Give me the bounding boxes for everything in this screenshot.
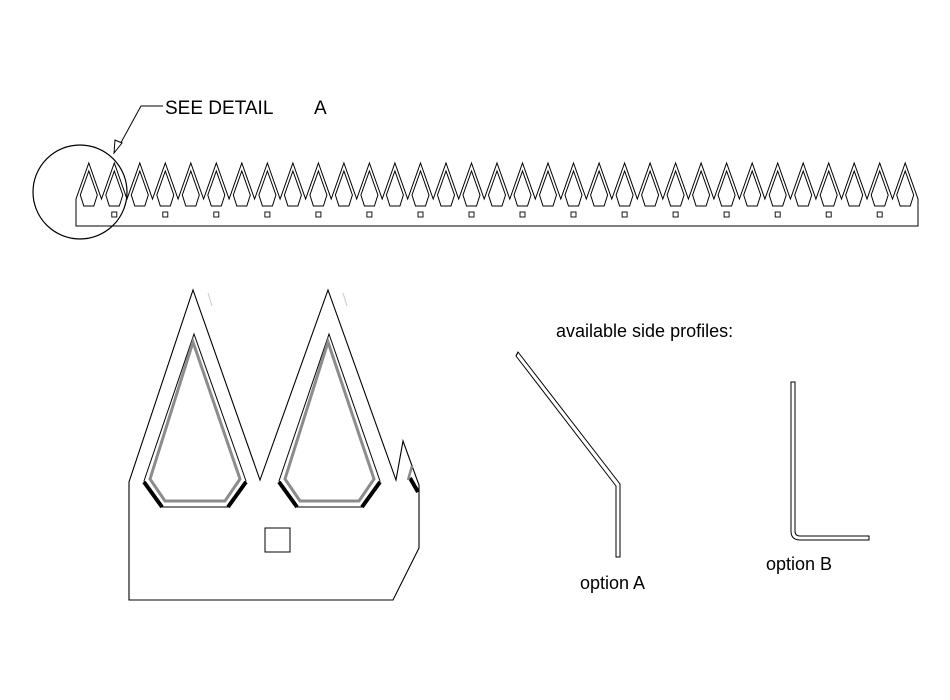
strip-mount-hole (366, 211, 373, 218)
strip-tooth-cutout (590, 169, 609, 207)
tooth-cutout-partial (406, 465, 420, 493)
side-profiles: available side profiles: option A option… (515, 321, 870, 593)
leader-arrowhead (113, 139, 123, 155)
strip-tooth-cutout (819, 169, 838, 207)
strip-tooth-cutout (130, 169, 149, 207)
strip-tooth-cutout (360, 169, 379, 207)
leader-line (117, 105, 163, 149)
strip-tooth-cutout (794, 169, 813, 207)
strip-tooth-cutout (385, 169, 404, 207)
strip-mount-hole (621, 211, 628, 218)
strip-mount-hole (468, 211, 475, 218)
strip-outline (75, 161, 919, 227)
strip-mount-hole (315, 211, 322, 218)
profiles-title: available side profiles: (556, 321, 733, 341)
strip-tooth-cutout (462, 169, 481, 207)
strip-tooth-cutout (564, 169, 583, 207)
strip-tooth-cutout (283, 169, 302, 207)
strip-tooth-cutout (79, 169, 98, 207)
strip-mount-hole (570, 211, 577, 218)
strip-tooth-cutout (207, 169, 226, 207)
strip-mount-hole (213, 211, 220, 218)
strip-tooth-cutout (870, 169, 889, 207)
strip-tooth-cutout (896, 169, 915, 207)
mounting-hole (264, 527, 291, 553)
detail-letter-label: A (314, 98, 327, 119)
strip-mount-hole (723, 211, 730, 218)
strip-mount-hole (111, 211, 118, 218)
strip-tooth-cutout (538, 169, 558, 207)
blade-strip (75, 161, 919, 227)
strip-tooth-cutout (258, 169, 277, 207)
detail-view (128, 288, 420, 601)
strip-mount-hole (519, 211, 526, 218)
detail-outline (128, 288, 420, 601)
option-b-label: option B (766, 554, 832, 574)
option-a-label: option A (580, 573, 645, 593)
strip-tooth-cutout (181, 169, 200, 207)
profile-option-b: option B (766, 381, 870, 574)
strip-mount-hole (672, 211, 679, 218)
strip-tooth-cutout (436, 169, 456, 207)
strip-tooth-cutout (309, 169, 328, 207)
strip-mount-hole (417, 211, 424, 218)
strip-tooth-cutout (666, 169, 685, 207)
strip-mount-hole (876, 211, 883, 218)
strip-mount-hole (825, 211, 832, 218)
strip-tooth-cutout (743, 169, 762, 207)
strip-tooth-cutout (641, 169, 660, 207)
profile-option-a: option A (515, 351, 645, 593)
strip-tooth-cutout (411, 169, 430, 207)
strip-mount-hole (774, 211, 781, 218)
strip-tooth-cutout (768, 169, 787, 207)
strip-tooth-cutout (334, 169, 353, 207)
strip-tooth-cutout (156, 169, 175, 207)
strip-tooth-cutout (105, 169, 124, 207)
strip-mount-hole (264, 211, 271, 218)
tooth-cutout-left (142, 332, 248, 509)
strip-tooth-cutout (487, 169, 507, 207)
strip-tooth-cutout (692, 169, 711, 207)
detail-callout: SEE DETAIL A (32, 98, 327, 240)
strip-tooth-cutout (513, 169, 532, 207)
strip-tooth-cutout (717, 169, 736, 207)
strip-tooth-cutout (615, 169, 634, 207)
strip-tooth-cutout (845, 169, 864, 207)
see-detail-label: SEE DETAIL (165, 98, 273, 119)
strip-tooth-cutout (232, 169, 251, 207)
detail-circle (32, 144, 128, 240)
tooth-cutout-right (277, 332, 382, 509)
strip-mount-hole (162, 211, 169, 218)
